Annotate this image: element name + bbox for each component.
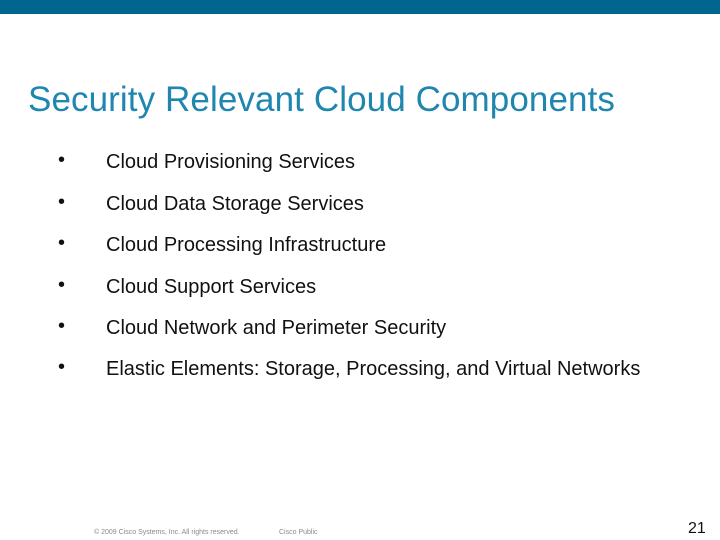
bullet-dot-icon: • [58, 315, 66, 337]
bullet-text: Cloud Processing Infrastructure [106, 234, 387, 256]
bullet-text: Cloud Network and Perimeter Security [106, 317, 447, 339]
bullet-dot-icon: • [58, 356, 66, 378]
bullet-text: Elastic Elements: Storage, Processing, a… [106, 358, 641, 380]
bullet-text: Cloud Support Services [106, 276, 317, 298]
bullet-text: Cloud Data Storage Services [106, 193, 364, 215]
bullet-dot-icon: • [58, 149, 66, 171]
bullet-text: Cloud Provisioning Services [106, 151, 356, 173]
bullet-dot-icon: • [58, 274, 66, 296]
bullet-dot-icon: • [58, 232, 66, 254]
bullet-dot-icon: • [58, 191, 66, 213]
top-accent-bar [0, 0, 720, 14]
slide-title: Security Relevant Cloud Components [28, 80, 616, 119]
slide-number: 21 [688, 520, 706, 537]
footer-classification: Cisco Public [279, 529, 318, 536]
footer-copyright: © 2009 Cisco Systems, Inc. All rights re… [94, 529, 240, 536]
